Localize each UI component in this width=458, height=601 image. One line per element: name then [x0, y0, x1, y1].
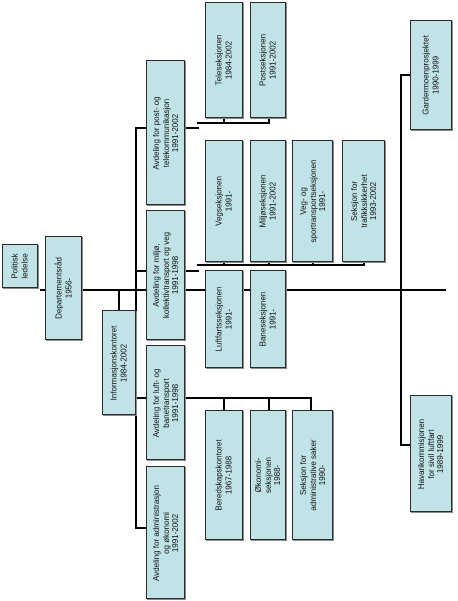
org-node-adm-saker: Seksjon for administrative saker 1990- [292, 410, 333, 540]
connector-line [135, 397, 146, 399]
org-node-post-tele: Avdeling for post- og telekommunikasjon … [146, 60, 185, 205]
connector-line [135, 527, 146, 529]
org-node-luftfart: Luftfartsseksjonen 1991- [205, 270, 243, 368]
org-node-label: Veg- og sportransportseksjonen 1991- [298, 159, 327, 243]
org-node-miljoseksjonen: Miljøseksjonen 1991-2002 [250, 140, 286, 262]
connector-line [185, 127, 199, 129]
org-node-label: Avdeling for post- og telekommunikasjon … [151, 95, 180, 170]
org-node-label: Avdeling for miljø, kollektivtransport o… [151, 231, 180, 319]
org-node-label: Beredskapskontoret 1967-1988 [214, 439, 234, 511]
org-node-label: Postseksjonen 1991-2002 [258, 33, 278, 87]
connector-line [400, 444, 410, 446]
org-node-label: Miljøseksjonen 1991-2002 [258, 174, 278, 228]
org-node-vegseksjonen: Vegseksjonen 1991- [205, 140, 243, 262]
org-node-informasjonskontoret: Informasjonskontoret 1984-2002 [102, 310, 136, 415]
org-node-label: Politisk ledelse [10, 253, 30, 279]
org-node-veg-spor: Veg- og sportransportseksjonen 1991- [292, 140, 333, 262]
org-node-label: Teleseksjonen 1984-2002 [214, 34, 234, 86]
connector-line [40, 289, 446, 291]
org-node-label: Baneseksjonen 1991- [258, 291, 278, 347]
org-node-okonomi: Økonomi- seksjonen 1988- [250, 410, 286, 540]
connector-line [197, 122, 270, 124]
org-node-miljo-vei: Avdeling for miljø, kollektivtransport o… [146, 210, 185, 340]
org-node-label: Avdeling for administrasjon og økonomi 1… [151, 484, 180, 581]
connector-line [223, 398, 225, 410]
org-node-luft-bane: Avdeling for luft- og banetransport 1991… [146, 345, 185, 460]
org-node-label: Vegseksjonen 1991- [214, 176, 234, 226]
connector-line [268, 398, 270, 410]
connector-line [400, 74, 402, 446]
connector-line [197, 397, 312, 399]
connector-line [118, 289, 120, 310]
org-node-adm-okonomi: Avdeling for administrasjon og økonomi 1… [146, 466, 185, 599]
connector-line [197, 264, 365, 266]
org-node-baneseksjonen: Baneseksjonen 1991- [250, 270, 286, 368]
org-node-trafikksikkerhet: Seksjon for trafikksikkerhet 1993-2002 [342, 140, 385, 262]
org-node-beredskap: Beredskapskontoret 1967-1988 [205, 410, 243, 540]
connector-line [135, 127, 137, 527]
org-node-label: Avdeling for luft- og banetransport 1991… [151, 368, 180, 437]
connector-line [268, 118, 270, 123]
connector-line [185, 270, 199, 272]
org-node-gardermoen: Gardermoenprosjektet 1990-1999 [410, 20, 452, 130]
connector-line [135, 270, 146, 272]
connector-line [310, 398, 312, 410]
org-node-label: Departementsråd 1956- [54, 257, 73, 319]
connector-line [363, 262, 365, 265]
connector-line [185, 397, 199, 399]
connector-line [268, 262, 270, 265]
connector-line [223, 118, 225, 123]
org-node-postseksjonen: Postseksjonen 1991-2002 [250, 2, 286, 118]
org-node-havarikommisjonen: Havarikommisjonen for sivil luftfart 198… [410, 395, 452, 512]
connector-line [135, 127, 146, 129]
org-node-label: Seksjon for trafikksikkerhet 1993-2002 [349, 174, 378, 228]
org-node-label: Gardermoenprosjektet 1990-1999 [421, 35, 441, 115]
connector-line [312, 262, 314, 265]
connector-line [400, 74, 410, 76]
org-node-politisk: Politisk ledelse [2, 244, 38, 288]
org-node-teleseksjonen: Teleseksjonen 1984-2002 [205, 2, 243, 118]
org-node-departementsrad: Departementsråd 1956- [45, 236, 82, 340]
org-node-label: Økonomi- seksjonen 1988- [253, 456, 282, 494]
org-node-label: Seksjon for administrative saker 1990- [298, 439, 327, 511]
connector-line [223, 262, 225, 265]
org-node-label: Luftfartsseksjonen 1991- [214, 286, 234, 352]
org-node-label: Havarikommisjonen for sivil luftfart 198… [416, 418, 445, 489]
org-node-label: Informasjonskontoret 1984-2002 [109, 325, 129, 400]
